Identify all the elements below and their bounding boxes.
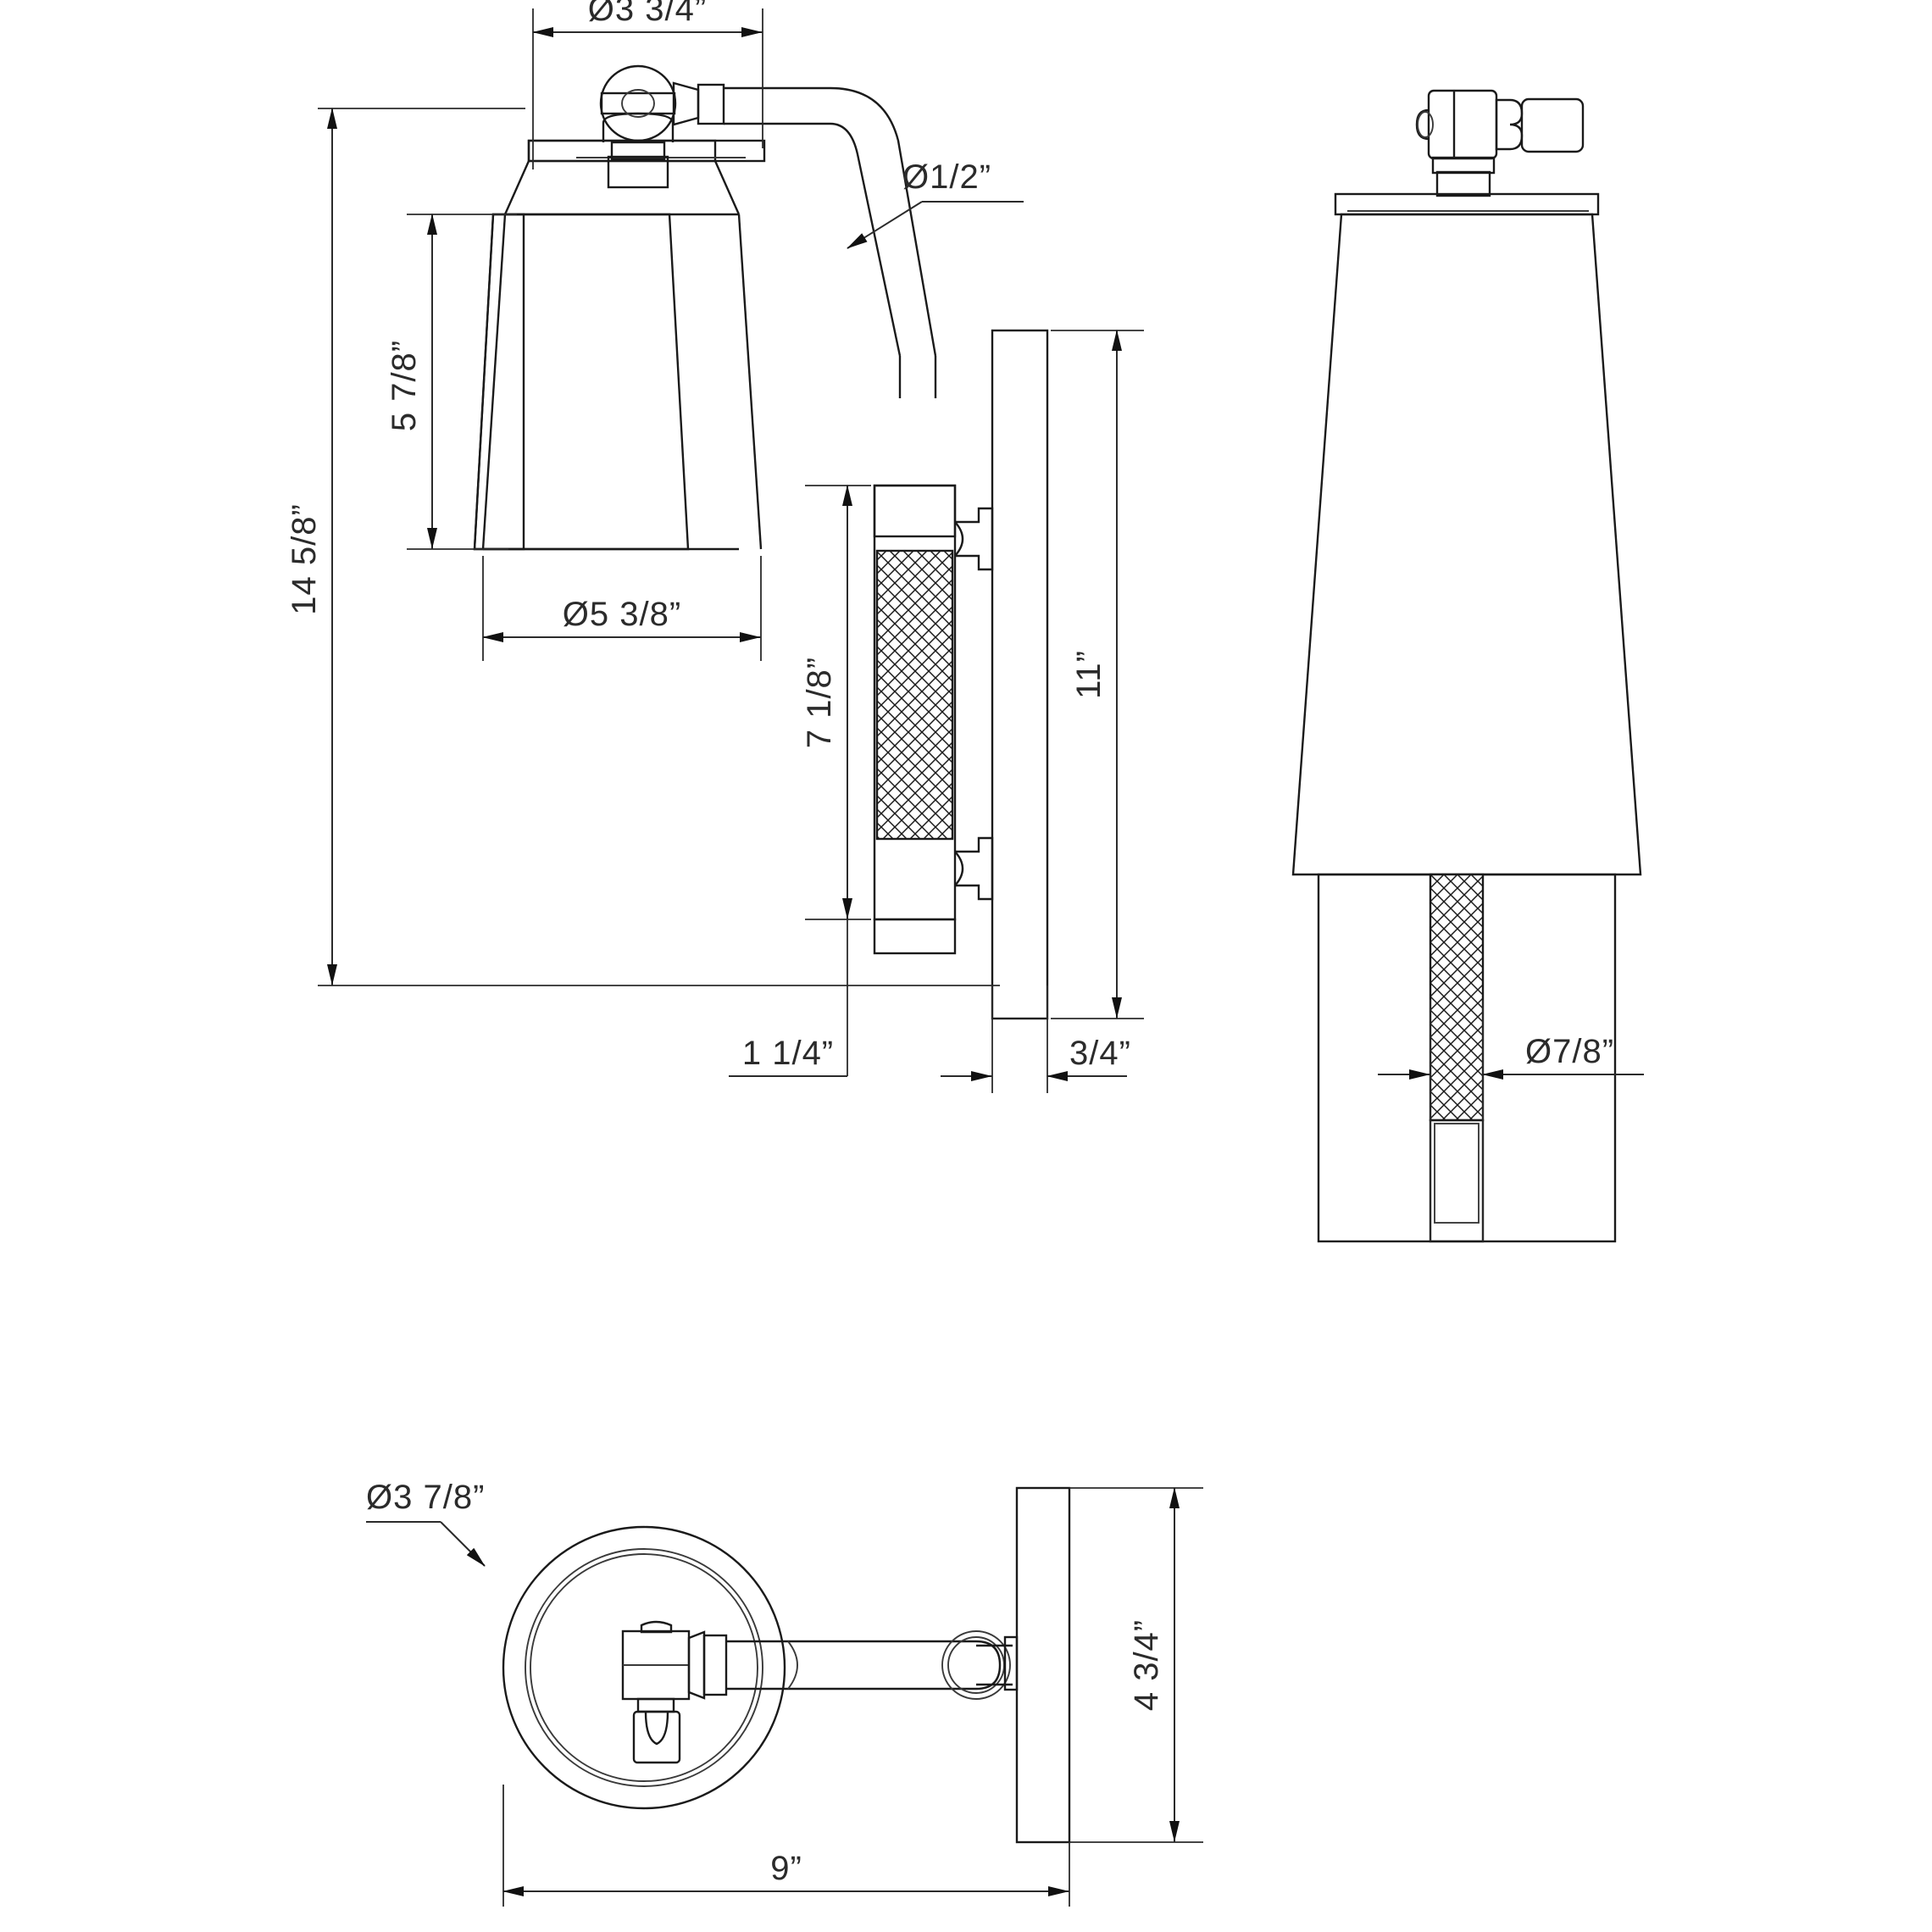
dim-shade-top-diameter: Ø3 3/4” (588, 0, 707, 28)
dim-plan-overall-depth: 9” (770, 1850, 802, 1887)
dim-backplate-height: 11” (1070, 650, 1108, 699)
side-lamp-shade (473, 139, 766, 551)
front-elevation-view (1291, 89, 1642, 1243)
front-socket-knob-assembly (1415, 89, 1585, 197)
front-body-assembly (1317, 873, 1617, 1243)
plan-backplate-inner-circle (525, 1548, 763, 1787)
front-view-dimensions: Ø7/8” (1378, 1000, 1644, 1119)
plan-backplate-rect (1015, 1486, 1071, 1844)
plan-arm-tube (726, 1630, 1019, 1700)
dim-backplate-diameter-leader: Ø3 7/8” (366, 1479, 486, 1567)
dim-rod-diameter: Ø7/8” (1525, 1033, 1614, 1070)
plan-backplate-outer-circle (502, 1525, 786, 1810)
side-curved-arm (724, 86, 937, 398)
plan-view-dimensions: Ø3 7/8” 4 3/4” 9” (366, 1479, 1203, 1907)
side-wall-backplate (991, 329, 1049, 1020)
dim-overall-height: 14 5/8” (286, 503, 323, 615)
dim-arm-diameter-leader: Ø1/2” (847, 158, 1024, 249)
dim-body-height: 7 1/8” (801, 657, 838, 748)
dim-arm-diameter: Ø1/2” (902, 158, 991, 196)
side-knurled-sleeve (875, 549, 954, 841)
dim-plan-backplate-width: 4 3/4” (1128, 1619, 1165, 1711)
dim-arm-offset: 1 1/4” (742, 1035, 834, 1072)
side-body-assembly (873, 329, 1049, 1020)
side-view-dimensions: Ø3 3/4” 5 7/8” 14 5/8” Ø1/2” Ø5 3/8” 7 1… (286, 0, 1144, 1093)
front-shade-top-cap (1334, 192, 1600, 216)
side-socket-knob-assembly (599, 64, 725, 189)
dim-backplate-diameter: Ø3 7/8” (366, 1479, 485, 1516)
plan-socket-assembly (621, 1620, 728, 1764)
plan-view (502, 1486, 1071, 1844)
side-elevation-view (473, 64, 1049, 1020)
dim-shade-height: 5 7/8” (386, 340, 423, 431)
dim-backplate-thickness: 3/4” (1069, 1035, 1131, 1072)
front-knurled-sleeve (1429, 873, 1485, 1122)
dim-shade-bottom-diameter: Ø5 3/8” (563, 596, 681, 633)
